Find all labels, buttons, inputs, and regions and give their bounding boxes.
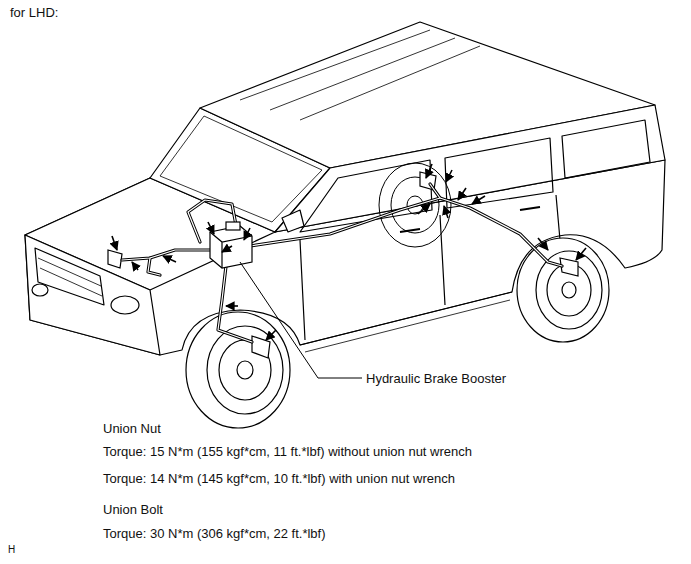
figure-code: H (8, 544, 15, 556)
note-heading: Union Bolt (103, 502, 163, 518)
torque-note: Torque: 14 N*m (145 kgf*cm, 10 ft.*lbf) … (103, 471, 455, 487)
torque-note: Torque: 15 N*m (155 kgf*cm, 11 ft.*lbf) … (103, 444, 472, 460)
note-heading: Union Nut (103, 421, 161, 437)
part-label: Hydraulic Brake Booster (366, 371, 506, 387)
torque-note: Torque: 30 N*m (306 kgf*cm, 22 ft.*lbf) (103, 526, 326, 542)
leader-line (240, 262, 362, 378)
figure-title: for LHD: (10, 5, 58, 21)
